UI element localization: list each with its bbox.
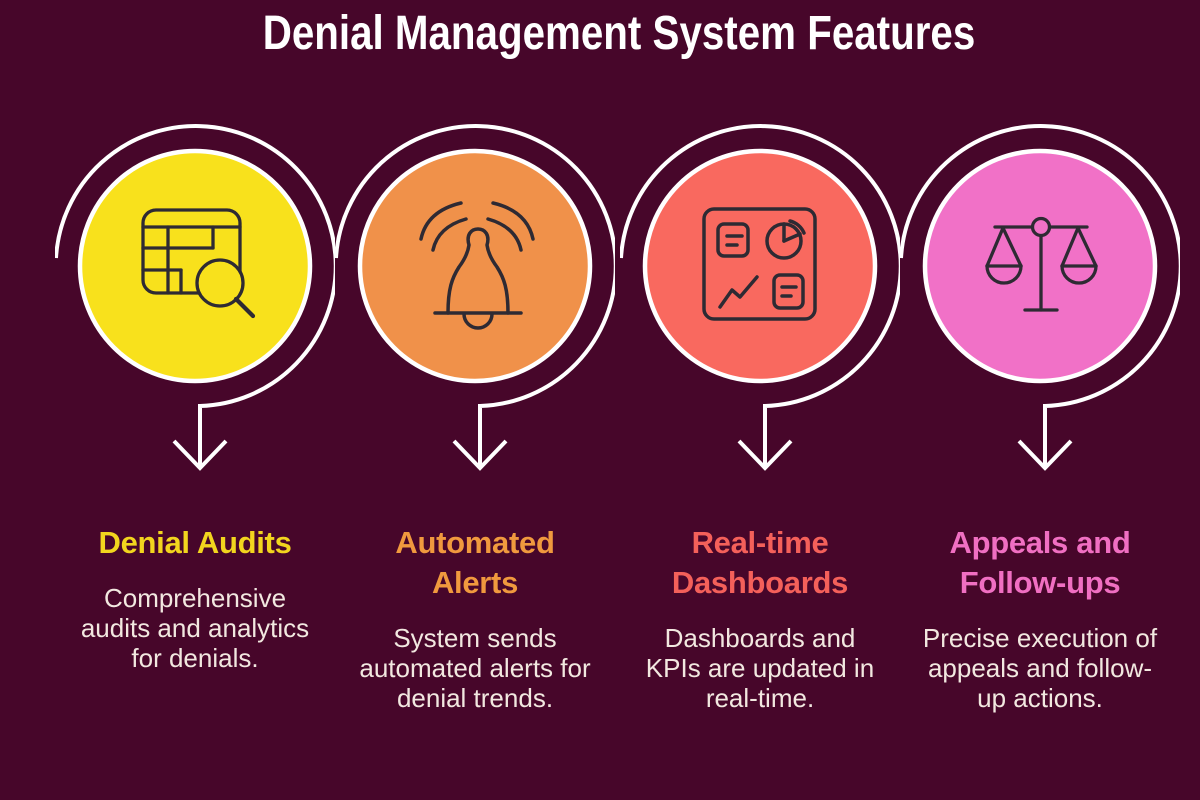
feature-column-realtime-dashboards: Real-time Dashboards Dashboards and KPIs… — [620, 115, 900, 775]
realtime-dashboards-badge — [620, 124, 900, 471]
denial-audits-badge — [55, 124, 335, 471]
automated-alerts-badge — [335, 124, 615, 471]
bell-alert-icon — [419, 201, 535, 330]
feature-heading: Automated Alerts — [395, 525, 555, 600]
feature-circle — [357, 148, 593, 384]
down-arrow-icon — [737, 439, 793, 471]
dashboard-icon — [702, 207, 817, 321]
feature-column-automated-alerts: Automated Alerts System sends automated … — [335, 115, 615, 775]
feature-description: Comprehensive audits and analytics for d… — [80, 583, 310, 673]
feature-description: Dashboards and KPIs are updated in real-… — [645, 623, 875, 713]
table-search-icon — [141, 208, 256, 319]
feature-heading: Appeals and Follow-ups — [949, 525, 1131, 600]
ring-arrow — [335, 124, 615, 471]
feature-description: Precise execution of appeals and follow-… — [922, 623, 1158, 713]
feature-circle — [77, 148, 313, 384]
appeals-followups-badge — [900, 124, 1180, 471]
feature-description: System sends automated alerts for denial… — [359, 623, 591, 713]
feature-heading: Real-time Dashboards — [671, 525, 849, 600]
scales-icon — [985, 216, 1098, 312]
down-arrow-icon — [1017, 439, 1073, 471]
feature-circle — [642, 148, 878, 384]
ring-arrow — [900, 124, 1180, 471]
feature-column-appeals-followups: Appeals and Follow-ups Precise execution… — [900, 115, 1180, 775]
feature-column-denial-audits: Denial Audits Comprehensive audits and a… — [55, 115, 335, 775]
ring-arrow — [620, 124, 900, 471]
page-title: Denial Management System Features — [262, 7, 976, 60]
down-arrow-icon — [172, 439, 228, 471]
feature-heading: Denial Audits — [98, 525, 292, 560]
ring-arrow — [55, 124, 335, 471]
down-arrow-icon — [452, 439, 508, 471]
